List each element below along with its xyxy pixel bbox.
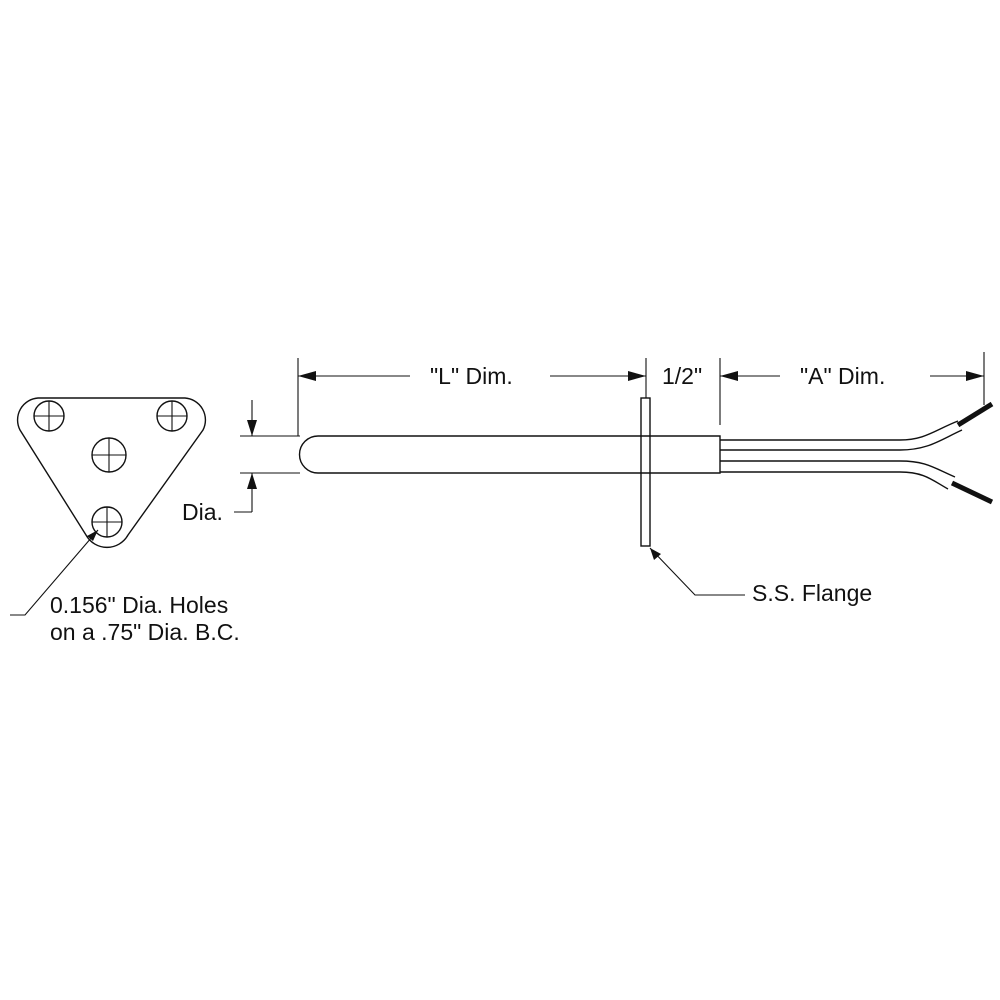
- lead-end-bottom: [950, 480, 994, 505]
- holes-leader-line: [10, 529, 99, 616]
- center-hole: [91, 437, 127, 473]
- dia-label: Dia.: [182, 499, 223, 525]
- half-inch-label: 1/2": [662, 363, 703, 389]
- heater-side-view: [298, 397, 994, 547]
- holes-leader-arrow: [87, 530, 98, 541]
- flange-leader-line: [649, 547, 745, 596]
- lead-wire-top-inner: [720, 429, 963, 451]
- lead-wire-top: [720, 420, 959, 441]
- holes-note-line-2: on a .75" Dia. B.C.: [50, 619, 240, 645]
- flange-end-view: [10, 397, 207, 616]
- lead-wire-bottom: [720, 460, 956, 478]
- holes-note-line-1: 0.156" Dia. Holes: [50, 592, 229, 618]
- flange-leader-arrow: [650, 548, 661, 560]
- lead-wire-bottom-inner: [720, 471, 949, 490]
- dimensions: [234, 352, 985, 596]
- lead-end-top: [956, 401, 994, 428]
- bolt-hole-bottom: [91, 506, 123, 538]
- heater-sheath: [298, 435, 721, 474]
- bolt-hole-top-right: [156, 400, 188, 432]
- flange-outline: [16, 397, 207, 549]
- ss-flange-label: S.S. Flange: [752, 580, 873, 606]
- ss-flange-plate: [640, 397, 651, 547]
- bolt-hole-top-left: [33, 400, 65, 432]
- a-dim-label: "A" Dim.: [800, 363, 886, 389]
- l-dim-label: "L" Dim.: [430, 363, 513, 389]
